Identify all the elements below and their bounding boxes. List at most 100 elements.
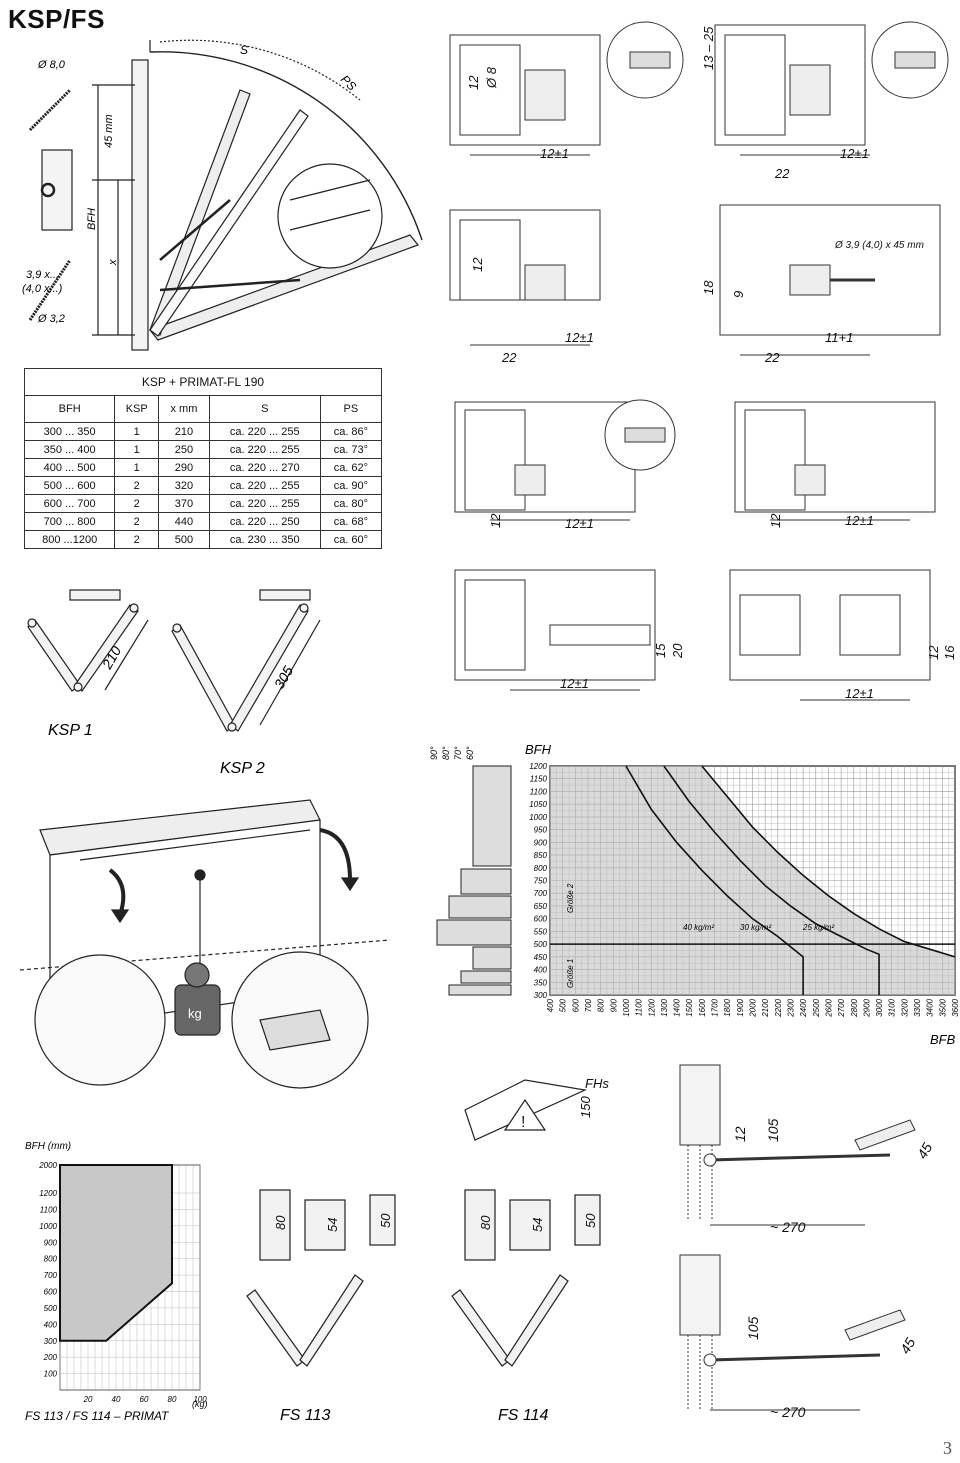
x-tick-label: 1000 bbox=[622, 998, 631, 1016]
chart-xlabel: BFB bbox=[930, 1032, 956, 1047]
table-cell: ca. 220 ... 255 bbox=[208, 494, 321, 513]
table-row: 700 ... 800 2 440 ca. 220 ... 250 ca. 68… bbox=[23, 512, 383, 531]
table-cell: 700 ... 800 bbox=[23, 512, 116, 531]
y-tick-label: 750 bbox=[534, 877, 548, 886]
table-cell: 2 bbox=[114, 476, 160, 495]
dim-label: 12±1 bbox=[560, 676, 589, 691]
x-tick-label: 1900 bbox=[736, 998, 745, 1016]
dim-label: 12±1 bbox=[845, 513, 874, 528]
col-header: BFH bbox=[23, 395, 116, 423]
dim-45mm-label: 45 mm bbox=[103, 114, 115, 148]
dim-45-label: 45 bbox=[897, 1335, 919, 1357]
dim-54-label: 54 bbox=[325, 1218, 340, 1232]
table-cell: 440 bbox=[158, 512, 210, 531]
x-tick-label: 800 bbox=[597, 998, 606, 1012]
y-tick-label: 500 bbox=[44, 1304, 58, 1313]
table-row: 600 ... 700 2 370 ca. 220 ... 255 ca. 80… bbox=[23, 494, 383, 513]
table-cell: ca. 220 ... 270 bbox=[208, 458, 321, 477]
x-tick-label: 2300 bbox=[786, 998, 795, 1017]
table-cell: ca. 220 ... 255 bbox=[208, 440, 321, 459]
table-cell: 250 bbox=[158, 440, 210, 459]
y-tick-label: 800 bbox=[44, 1255, 58, 1264]
zone-label: Größe 1 bbox=[566, 959, 575, 988]
ps-scale-label: 70° bbox=[453, 746, 463, 760]
y-tick-label: 900 bbox=[534, 838, 548, 847]
x-tick-label: 1500 bbox=[685, 998, 694, 1016]
dim-label: 12±1 bbox=[565, 330, 594, 345]
table-cell: 2 bbox=[114, 494, 160, 513]
y-tick-label: 1150 bbox=[530, 775, 548, 784]
dim-label: 12±1 bbox=[845, 686, 874, 701]
table-cell: ca. 230 ... 350 bbox=[208, 530, 321, 549]
small-chart-caption: FS 113 / FS 114 – PRIMAT bbox=[25, 1409, 170, 1423]
dim-45-label: 45 bbox=[914, 1140, 936, 1162]
dim-label: 15 bbox=[653, 643, 668, 658]
dim-label: 12±1 bbox=[565, 516, 594, 531]
table-row: 350 ... 400 1 250 ca. 220 ... 255 ca. 73… bbox=[23, 440, 383, 459]
page-number: 3 bbox=[943, 1438, 952, 1458]
ksp-geometry-drawing: Ø 8,0 45 mm BFH x 3,9 x... (4,0 x...) Ø … bbox=[22, 39, 423, 351]
x-tick-label: 400 bbox=[546, 998, 555, 1012]
dia-8-label: Ø 8,0 bbox=[37, 59, 66, 71]
table-row: 300 ... 350 1 210 ca. 220 ... 255 ca. 86… bbox=[23, 422, 383, 441]
y-tick-label: 600 bbox=[44, 1288, 58, 1297]
y-tick-label: 900 bbox=[44, 1238, 58, 1247]
dim-label: Ø 3,9 (4,0) x 45 mm bbox=[834, 240, 924, 251]
fs-mounting-drawing: 12 105 45 ~ 270 105 45 ~ 270 bbox=[679, 1064, 936, 1420]
col-header: KSP bbox=[114, 395, 160, 423]
ksp1-label: KSP 1 bbox=[48, 722, 93, 739]
ps-label: PS bbox=[338, 72, 359, 93]
series-line bbox=[625, 765, 804, 995]
x-tick-label: 40 bbox=[112, 1395, 121, 1404]
weight-kg-label: kg bbox=[188, 1006, 202, 1021]
profile-sections: 12 Ø 8 12±1 13 – 25 22 12±1 12 22 12±1 Ø… bbox=[449, 21, 957, 701]
table-row: 500 ... 600 2 320 ca. 220 ... 255 ca. 90… bbox=[23, 476, 383, 495]
ps-scale-label: 80° bbox=[441, 746, 451, 760]
ksp-arms-drawing: 210 305 KSP 1 KSP 2 bbox=[27, 589, 321, 777]
y-tick-label: 850 bbox=[534, 851, 548, 860]
dim-label: 22 bbox=[774, 166, 790, 181]
table-cell: 300 ... 350 bbox=[23, 422, 116, 441]
y-tick-label: 1100 bbox=[530, 787, 548, 796]
x-tick-label: 1700 bbox=[711, 998, 720, 1016]
y-tick-label: 550 bbox=[534, 927, 548, 936]
table-cell: 210 bbox=[158, 422, 210, 441]
y-tick-label: 300 bbox=[44, 1337, 58, 1346]
dim-label: 12 bbox=[470, 257, 485, 272]
x-tick-label: 2800 bbox=[850, 998, 859, 1017]
table-cell: ca. 73° bbox=[319, 440, 383, 459]
table-cell: ca. 80° bbox=[319, 494, 383, 513]
col-header: x mm bbox=[158, 395, 210, 423]
zone-label: Größe 2 bbox=[566, 883, 575, 913]
x-tick-label: 1600 bbox=[698, 998, 707, 1016]
ksp2-label: KSP 2 bbox=[220, 760, 265, 777]
table-cell: ca. 86° bbox=[319, 422, 383, 441]
dim-label: 13 – 25 bbox=[701, 26, 716, 70]
table-cell: 2 bbox=[114, 530, 160, 549]
y-tick-label: 650 bbox=[534, 902, 548, 911]
fhs-label: FHs bbox=[585, 1076, 609, 1091]
dim-105-label: 105 bbox=[765, 1118, 781, 1142]
dim-label: 12 bbox=[926, 645, 941, 660]
table-row: 400 ... 500 1 290 ca. 220 ... 270 ca. 62… bbox=[23, 458, 383, 477]
small-chart-xlabel: (kg) bbox=[192, 1399, 208, 1409]
x-tick-label: 2600 bbox=[824, 998, 833, 1017]
y-tick-label: 2000 bbox=[38, 1161, 57, 1170]
ps-scale-label: 90° bbox=[429, 746, 439, 760]
table-cell: ca. 220 ... 255 bbox=[208, 422, 321, 441]
dim-label: 18 bbox=[701, 280, 716, 295]
y-tick-label: 200 bbox=[43, 1353, 58, 1362]
ksp-spec-table: KSP + PRIMAT-FL 190 BFH KSP x mm S PS 30… bbox=[23, 368, 383, 549]
dim-label: 16 bbox=[942, 645, 957, 660]
page-title: KSP/FS bbox=[8, 4, 105, 34]
dim-270-label: ~ 270 bbox=[770, 1219, 806, 1235]
y-tick-label: 500 bbox=[534, 940, 548, 949]
col-header: PS bbox=[319, 395, 383, 423]
table-cell: 600 ... 700 bbox=[23, 494, 116, 513]
x-tick-label: 2000 bbox=[749, 998, 758, 1017]
x-tick-label: 60 bbox=[140, 1395, 149, 1404]
dim-80-label: 80 bbox=[478, 1215, 493, 1230]
y-tick-label: 400 bbox=[534, 966, 548, 975]
series-label: 40 kg/m² bbox=[683, 923, 714, 932]
y-tick-label: 1100 bbox=[40, 1205, 58, 1214]
